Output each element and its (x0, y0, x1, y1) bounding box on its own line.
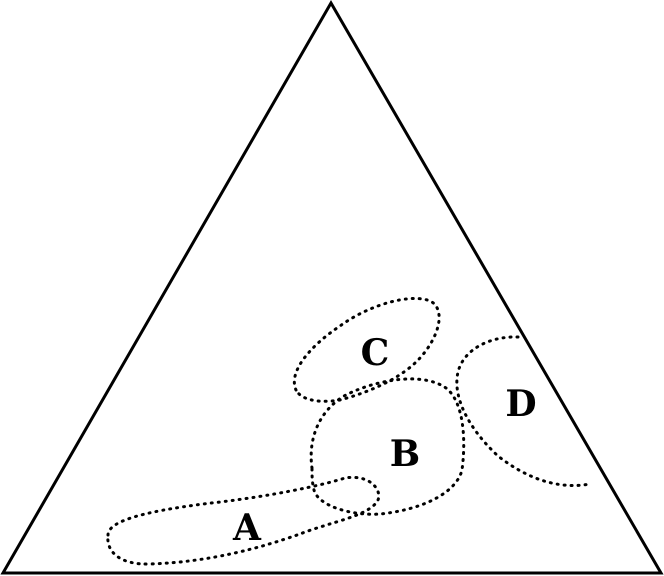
field-c-outline (292, 296, 441, 403)
field-label-c: C (361, 332, 390, 374)
field-label-a: A (232, 507, 262, 549)
field-a-outline (106, 475, 381, 566)
field-b-outline (309, 377, 466, 516)
field-label-b: B (390, 433, 420, 475)
field-d-outline (455, 335, 592, 488)
field-label-d: D (505, 383, 536, 425)
